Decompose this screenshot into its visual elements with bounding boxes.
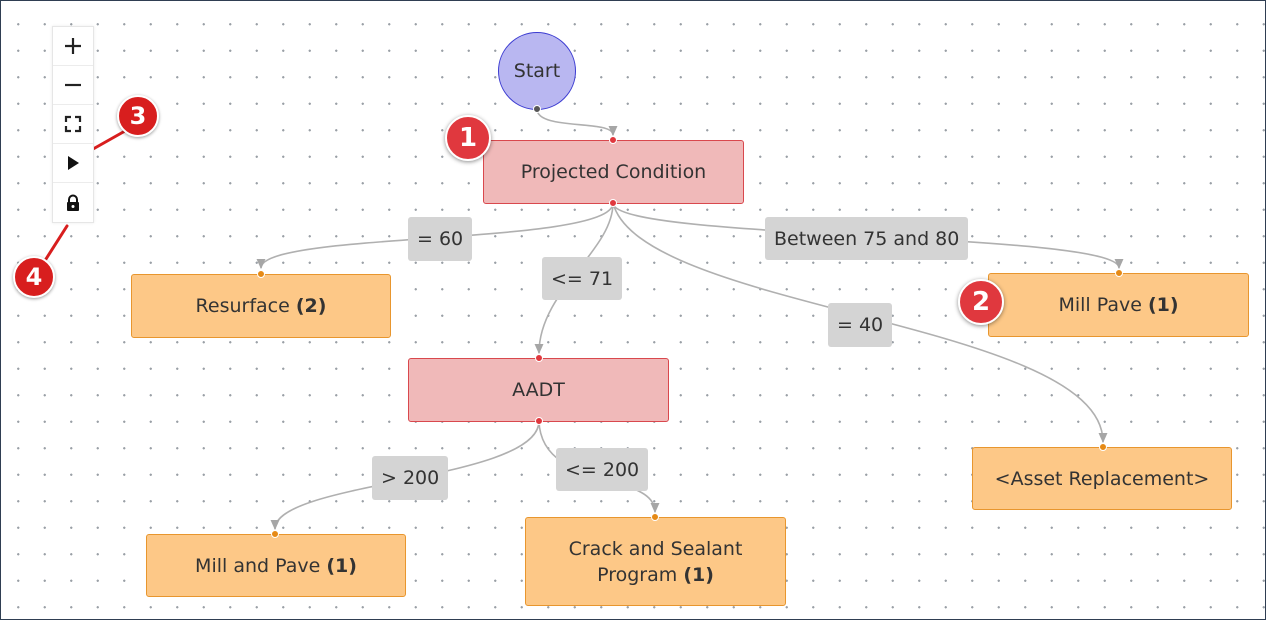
edge-label-eq60[interactable]: = 60 [408,217,473,261]
projected-condition-label: Projected Condition [520,161,707,183]
edge-start-projected [536,108,618,137]
mill-and-pave-text: Mill and Pave (1) [195,553,357,579]
mill-and-pave-target-handle[interactable] [271,530,279,538]
projected-condition-source-handle[interactable] [609,199,617,207]
projected-condition-target-handle[interactable] [609,136,617,144]
resurface-text: Resurface (2) [196,293,327,319]
crack-sealant-line2: Program (1) [597,562,714,588]
aadt-target-handle[interactable] [535,354,543,362]
start-source-handle[interactable] [533,105,541,113]
mill-pave-node[interactable]: Mill Pave (1) [988,273,1249,337]
projected-condition-node[interactable]: Projected Condition [483,140,744,204]
edge-label-le200[interactable]: <= 200 [556,448,649,491]
resurface-target-handle[interactable] [257,270,265,278]
flow-controls [52,26,94,223]
mill-pave-label: Mill Pave [1058,294,1142,316]
asset-replacement-node[interactable]: <Asset Replacement> [972,447,1232,510]
edge-label-gt200[interactable]: > 200 [372,456,449,500]
callout-4-pointer [44,224,69,261]
plus-icon [65,38,81,54]
start-label: Start [513,60,561,82]
aadt-label: AADT [512,379,565,401]
mill-and-pave-label: Mill and Pave [195,554,321,577]
edge-label-le71[interactable]: <= 71 [542,257,623,300]
aadt-node[interactable]: AADT [408,358,669,422]
zoom-out-button[interactable] [53,66,93,105]
edge-label-eq40[interactable]: = 40 [828,303,893,347]
mill-and-pave-count: (1) [326,554,357,577]
crack-sealant-count: (1) [683,563,714,586]
crack-sealant-node[interactable]: Crack and Sealant Program (1) [525,517,786,606]
start-node[interactable]: Start [498,32,576,110]
asset-replacement-target-handle[interactable] [1099,443,1107,451]
fit-view-icon [64,115,82,133]
callout-badge-2: 2 [958,279,1004,325]
crack-sealant-label-line2: Program [597,563,678,586]
callout-badge-4: 4 [13,256,55,298]
aadt-source-handle[interactable] [535,417,543,425]
callout-badge-3: 3 [117,95,159,137]
resurface-node[interactable]: Resurface (2) [131,274,391,338]
resurface-count: (2) [295,295,327,317]
run-button[interactable] [53,144,93,183]
minus-icon [65,83,81,87]
mill-and-pave-node[interactable]: Mill and Pave (1) [146,534,406,597]
callout-badge-1: 1 [445,115,491,161]
lock-button[interactable] [53,183,93,222]
fit-view-button[interactable] [53,105,93,144]
zoom-in-button[interactable] [53,27,93,66]
edge-label-between[interactable]: Between 75 and 80 [765,217,969,260]
resurface-label: Resurface [195,295,290,317]
mill-pave-count: (1) [1147,294,1179,316]
lock-icon [67,194,79,211]
asset-replacement-label: <Asset Replacement> [994,467,1210,490]
crack-sealant-label-line1: Crack and Sealant [568,537,743,560]
crack-sealant-target-handle[interactable] [651,513,659,521]
mill-pave-text: Mill Pave (1) [1058,292,1178,318]
mill-pave-target-handle[interactable] [1115,269,1123,277]
play-icon [68,156,79,170]
